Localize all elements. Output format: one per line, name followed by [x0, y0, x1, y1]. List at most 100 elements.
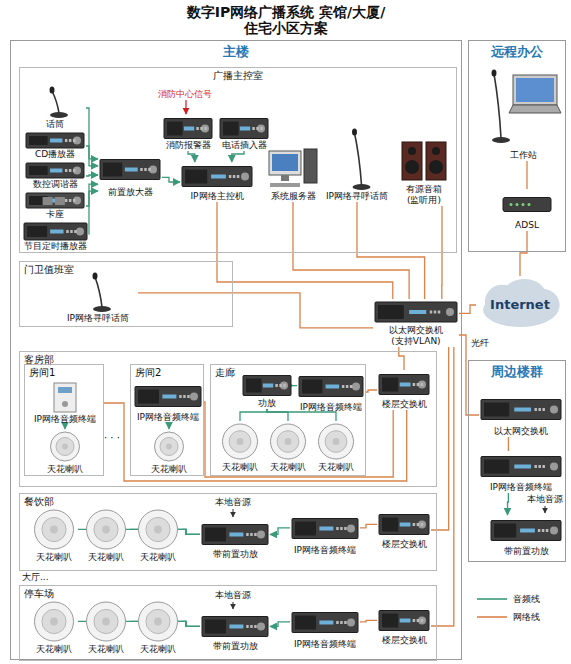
device-node: 前置放大器 [98, 152, 162, 198]
icon-mic [93, 273, 112, 313]
free-label: 本地音源 [215, 497, 251, 508]
rack-body [26, 163, 84, 178]
rack-display [514, 408, 531, 412]
caption-line: 以太网交换机 (支持VLAN) [373, 325, 459, 347]
speaker-grill [325, 431, 347, 453]
device-icon [22, 222, 89, 241]
caption-line: 天花喇叭 [30, 552, 78, 563]
device-icon [297, 371, 365, 402]
audio-line [267, 409, 288, 421]
rack-button [538, 529, 541, 532]
rack-panel [205, 528, 226, 542]
device-caption: IP网络寻呼话筒 [326, 191, 388, 202]
caption-line: 节目定时播放器 [22, 241, 89, 252]
rack-button [344, 527, 347, 530]
device-icon [27, 381, 103, 414]
network-line [203, 402, 393, 477]
audio-line [270, 528, 290, 535]
rack-knob [73, 167, 81, 175]
network-line [217, 202, 393, 299]
device-caption: 电话插入器 [222, 140, 267, 151]
device-caption: 以太网交换机 (支持VLAN) [373, 325, 459, 347]
caption-line: IP网络主控机 [180, 191, 254, 202]
rack-display [409, 310, 426, 314]
speaker-center [333, 438, 340, 445]
caption-line: 楼层交换机 [377, 399, 431, 410]
icon-pc [269, 149, 317, 187]
rack-button [179, 395, 182, 398]
device-caption: 楼层交换机 [382, 399, 427, 410]
rack-display [514, 465, 531, 469]
rack-button [246, 533, 249, 536]
rack-knob [241, 173, 249, 181]
speaker-box [402, 142, 422, 180]
device-node: 数控调谐器 [24, 162, 86, 190]
rack-button [542, 465, 545, 468]
device-caption: 天花喇叭 [318, 462, 354, 473]
rack-button [229, 175, 232, 178]
rack-button [65, 199, 68, 202]
icon-rack [292, 613, 358, 633]
legend-row: 网络线 [476, 608, 540, 626]
mic-head [93, 273, 98, 280]
rack-button [340, 621, 343, 624]
caption-line: 带前置功放 [489, 546, 563, 557]
woofer [405, 160, 419, 174]
caption-line: 天花喇叭 [265, 462, 311, 473]
rack-body [26, 193, 84, 208]
rack-button [73, 169, 76, 172]
rack-body [292, 613, 358, 633]
region-box: 周边楼群以太网交换机IP网络音频终端带前置功放 [468, 360, 566, 562]
region-box: 客房部房间1IP网络音频终端天花喇叭房间2IP网络音频终端天花喇叭走廊功放IP网… [19, 351, 437, 487]
icon-mic [352, 129, 371, 191]
speaker-rim [51, 432, 80, 461]
device-node: 功放 [241, 373, 293, 409]
rack-panel [103, 163, 122, 177]
rack-display [184, 127, 194, 131]
modem-body [503, 198, 551, 212]
rack-button [538, 465, 541, 468]
device-icon [98, 152, 162, 187]
legend-line [477, 616, 507, 618]
caption-line: 电话插入器 [218, 140, 270, 151]
device-icon [394, 134, 454, 184]
device-node: IP网络寻呼话筒 [58, 272, 138, 324]
icon-rack [375, 302, 457, 322]
audio-line [86, 108, 98, 159]
device-caption: 天花喇叭 [36, 552, 72, 563]
rack-knob [73, 137, 81, 145]
icon-modem [503, 198, 551, 212]
rack-button [66, 230, 69, 233]
network-line [365, 390, 377, 392]
caption-line: 数控调谐器 [24, 179, 86, 190]
cloud-label: Internet [476, 297, 564, 313]
device-node: IP网络音频终端 [290, 606, 360, 650]
mic-stem [95, 277, 102, 307]
rack-panel [382, 614, 398, 628]
device-icon [313, 421, 359, 462]
speaker-center [154, 526, 162, 534]
legend-row: 音频线 [476, 590, 540, 608]
device-caption: 带前置功放 [213, 549, 258, 560]
rack-panel [295, 522, 316, 536]
rack-button [183, 395, 186, 398]
device-node: 电话插入器 [218, 117, 270, 151]
rack-panel [484, 460, 509, 474]
rack-button [237, 175, 240, 178]
device-icon [30, 507, 78, 552]
rack-knob [201, 125, 209, 133]
device-node: 天花喇叭 [141, 429, 197, 475]
rack-button [542, 408, 545, 411]
device-node: 系统服务器 [266, 130, 320, 202]
device-node: 工作站 [483, 69, 563, 161]
device-icon [24, 132, 86, 149]
device-icon [30, 599, 78, 644]
device-node: 话筒 [24, 86, 86, 130]
free-label: 消防中心信号 [158, 89, 212, 100]
rack-panel [167, 122, 183, 136]
audio-line [270, 622, 290, 627]
audio-line [168, 423, 169, 429]
rack-button [283, 384, 286, 387]
